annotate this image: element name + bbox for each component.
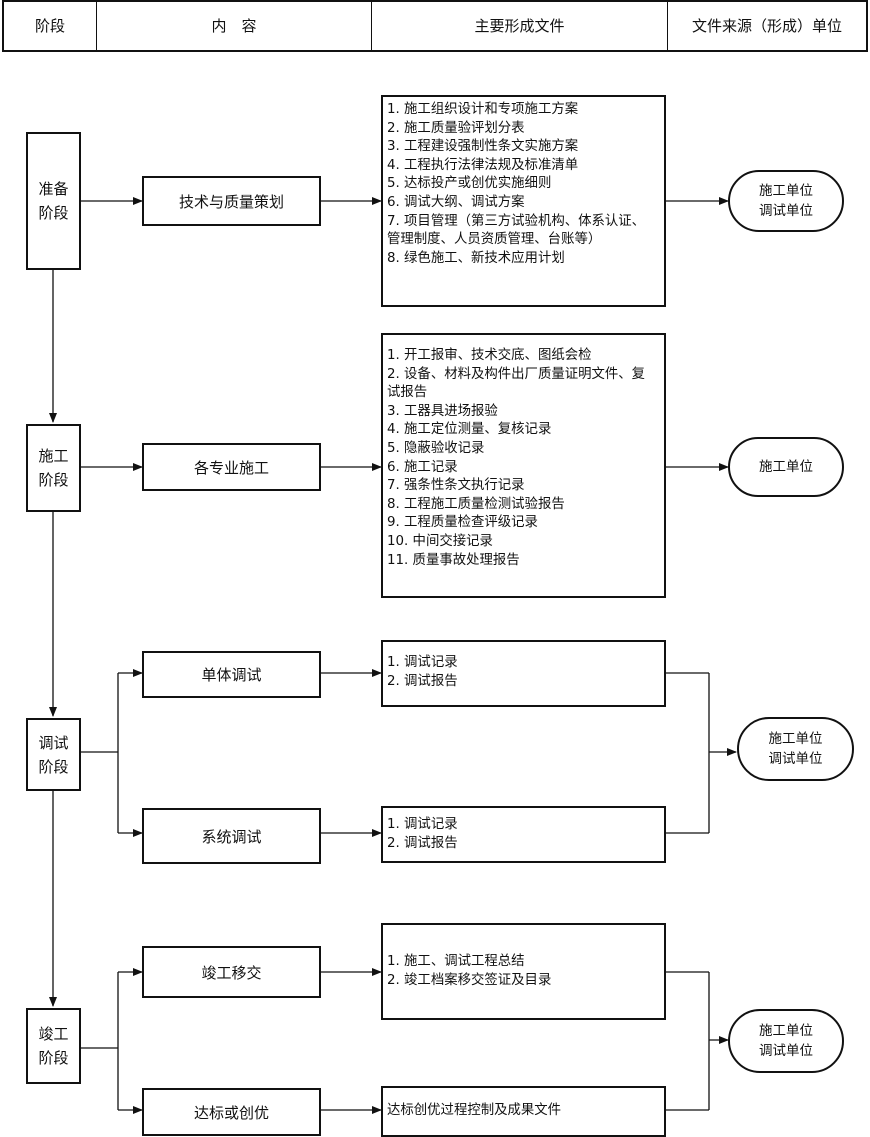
docs-list-system: 1. 调试记录 2. 调试报告 [381,806,666,863]
stage-label-line: 调试 [38,733,69,752]
stage-label-line: 准备 [38,180,69,198]
header-table: 阶段 内 容 主要形成文件 文件来源（形成）单位 [2,0,868,52]
doc-item: 2. 调试报告 [387,835,458,851]
doc-item: 4. 工程执行法律法规及标准清单 [387,157,579,173]
doc-item: 达标创优过程控制及成果文件 [387,1103,562,1118]
doc-item: 1. 施工、调试工程总结 [387,954,525,969]
unit-line: 施工单位 [759,183,813,199]
header-stage: 阶段 [34,17,65,35]
unit-oval-completion: 施工单位 调试单位 [728,1009,844,1073]
doc-item: 2. 竣工档案移交签证及目录 [387,972,552,988]
doc-item: 2. 调试报告 [387,673,458,689]
content-completion-handover: 竣工移交 [142,946,321,998]
doc-item: 6. 调试大纲、调试方案 [387,194,525,210]
docs-list-single-unit: 1. 调试记录 2. 调试报告 [381,640,666,707]
doc-item: 1. 开工报审、技术交底、图纸会检 [387,348,592,363]
content-technical-quality-planning: 技术与质量策划 [142,176,321,226]
doc-item: 4. 施工定位测量、复核记录 [387,422,552,438]
stage-commissioning: 调试 阶段 [26,718,81,791]
unit-line: 调试单位 [768,751,823,767]
stage-label-line: 施工 [38,447,69,465]
unit-line: 施工单位 [759,459,813,475]
docs-list-handover: 1. 施工、调试工程总结 2. 竣工档案移交签证及目录 [381,923,666,1020]
unit-oval-construction: 施工单位 [728,437,844,497]
stage-label-line: 阶段 [38,1049,69,1067]
docs-list-excellence: 达标创优过程控制及成果文件 [381,1086,666,1137]
content-single-unit-commissioning: 单体调试 [142,651,321,698]
doc-item: 5. 隐蔽验收记录 [387,440,485,456]
doc-item: 2. 施工质量验评划分表 [387,120,525,136]
docs-list-construction: 1. 开工报审、技术交底、图纸会检 2. 设备、材料及构件出厂质量证明文件、复试… [381,333,666,598]
unit-oval-commissioning: 施工单位 调试单位 [737,717,854,781]
unit-line: 施工单位 [759,1023,813,1039]
docs-list-preparation: 1. 施工组织设计和专项施工方案 2. 施工质量验评划分表 3. 工程建设强制性… [381,95,666,307]
doc-item: 10. 中间交接记录 [387,533,493,549]
doc-item: 6. 施工记录 [387,459,458,475]
content-system-commissioning: 系统调试 [142,808,321,864]
unit-line: 调试单位 [759,1043,813,1059]
doc-item: 5. 达标投产或创优实施细则 [387,176,552,192]
header-source: 文件来源（形成）单位 [667,2,866,50]
doc-item: 7. 项目管理（第三方试验机构、体系认证、管理制度、人员资质管理、台账等） [387,213,646,248]
doc-item: 9. 工程质量检查评级记录 [387,515,538,531]
header-docs: 主要形成文件 [371,2,667,50]
stage-construction: 施工 阶段 [26,424,81,512]
doc-item: 3. 工程建设强制性条文实施方案 [387,139,579,155]
unit-line: 施工单位 [768,731,823,747]
doc-item: 11. 质量事故处理报告 [387,552,520,568]
doc-item: 1. 调试记录 [387,817,458,832]
header-content: 内 容 [96,2,371,50]
unit-line: 调试单位 [759,203,813,219]
doc-item: 8. 工程施工质量检测试验报告 [387,496,565,512]
stage-label-line: 阶段 [38,204,69,222]
stage-label-line: 竣工 [38,1025,69,1043]
doc-item: 7. 强条性条文执行记录 [387,478,525,494]
doc-item: 2. 设备、材料及构件出厂质量证明文件、复试报告 [387,366,646,401]
doc-item: 1. 施工组织设计和专项施工方案 [387,102,579,117]
content-specialty-construction: 各专业施工 [142,443,321,491]
stage-preparation: 准备 阶段 [26,132,81,270]
stage-completion: 竣工 阶段 [26,1008,81,1084]
doc-item: 3. 工器具进场报验 [387,403,498,419]
stage-label-line: 阶段 [38,471,69,489]
doc-item: 1. 调试记录 [387,655,458,670]
content-standard-excellence: 达标或创优 [142,1088,321,1136]
doc-item: 8. 绿色施工、新技术应用计划 [387,250,565,266]
unit-oval-preparation: 施工单位 调试单位 [728,170,844,232]
stage-label-line: 阶段 [38,757,69,776]
